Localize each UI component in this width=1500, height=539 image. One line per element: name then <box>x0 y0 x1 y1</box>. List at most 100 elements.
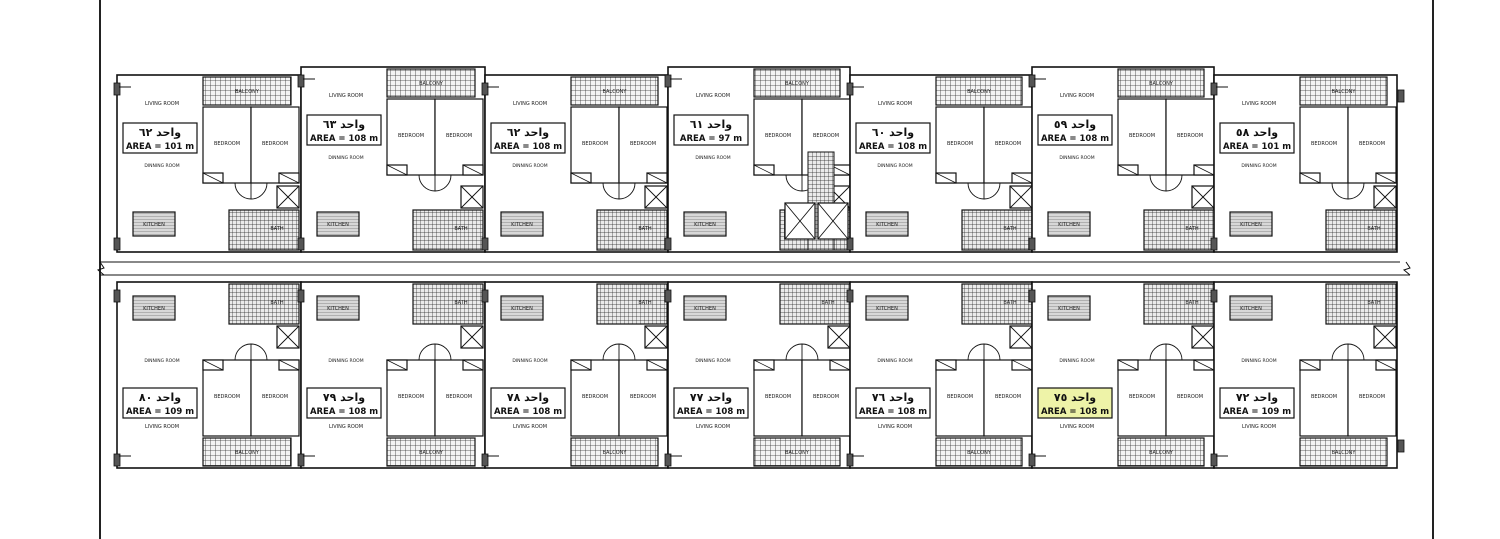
column-2 <box>481 453 489 467</box>
balcony <box>202 76 292 106</box>
shaft <box>460 325 484 349</box>
wardrobe-2-x <box>646 172 668 184</box>
unit-area: AREA = 109 m <box>1223 407 1291 417</box>
shaft <box>276 185 300 209</box>
balcony-label: BALCONY <box>419 81 444 87</box>
door-swing-2 <box>434 174 452 192</box>
shaft <box>644 325 668 349</box>
bath <box>412 209 484 251</box>
bedroom-1 <box>386 359 436 437</box>
door-swing-1 <box>785 174 803 192</box>
elevator-2-diag-b <box>817 202 849 240</box>
dining-room-label: DINNING ROOM <box>328 155 363 161</box>
bedroom-2 <box>1165 98 1215 176</box>
balcony <box>570 76 659 106</box>
unit-name: واحد ٨٠ <box>139 391 181 404</box>
column-2 <box>846 453 854 467</box>
door-swing-2 <box>618 182 636 200</box>
unit-area: AREA = 101 m <box>1223 142 1291 152</box>
bath-label: BATH <box>1185 226 1199 232</box>
shaft-diag-b <box>276 325 300 349</box>
wardrobe-1-x <box>386 359 408 371</box>
balcony-label: BALCONY <box>1332 450 1357 456</box>
column-1 <box>481 289 489 303</box>
shaft-diag-b <box>1191 185 1215 209</box>
unit-area: AREA = 108 m <box>859 407 927 417</box>
kitchen-label: KITCHEN <box>143 222 165 228</box>
bedroom-1 <box>1117 98 1167 176</box>
bath-label: BATH <box>270 226 284 232</box>
kitchen-label: KITCHEN <box>1058 222 1080 228</box>
unit-name: واحد ٦٠ <box>872 126 914 139</box>
bedroom-2 <box>1347 359 1397 437</box>
unit-area: AREA = 108 m <box>310 134 378 144</box>
unit-tag-box <box>1037 387 1113 419</box>
bedroom-1 <box>202 106 252 184</box>
shaft <box>1009 185 1033 209</box>
bedroom-2 <box>434 359 484 437</box>
wardrobe-2-x <box>278 359 300 371</box>
wardrobe-1-x <box>753 359 775 371</box>
elevator-1 <box>784 202 816 240</box>
bedroom-2-label: BEDROOM <box>262 394 288 400</box>
bedroom-1 <box>1299 359 1349 437</box>
bedroom-1 <box>1299 106 1349 184</box>
balcony-label: BALCONY <box>967 450 992 456</box>
kitchen-counter <box>132 295 176 321</box>
door-swing-2 <box>983 182 1001 200</box>
balcony <box>1117 68 1205 98</box>
shaft-diag-b <box>644 325 668 349</box>
dining-room-label: DINNING ROOM <box>877 358 912 364</box>
kitchen-counter <box>316 295 360 321</box>
bath-label: BATH <box>638 226 652 232</box>
column-1 <box>1028 289 1036 303</box>
wardrobe-1-x <box>570 172 592 184</box>
column-1 <box>664 289 672 303</box>
unit-name: واحد ٧٨ <box>507 391 549 404</box>
kitchen-counter <box>132 211 176 237</box>
bedroom-1-label: BEDROOM <box>398 394 424 400</box>
balcony-label: BALCONY <box>1149 450 1174 456</box>
balcony <box>753 437 841 467</box>
shaft-diag-b <box>1009 325 1033 349</box>
unit-tag-box <box>1219 387 1295 419</box>
column-end-bottom <box>1397 439 1405 453</box>
bath <box>228 283 300 325</box>
bedroom-1-label: BEDROOM <box>1129 394 1155 400</box>
unit-name: واحد ٦٢ <box>507 126 549 139</box>
door-swing-2 <box>1347 182 1365 200</box>
kitchen-label: KITCHEN <box>876 222 898 228</box>
balcony <box>753 68 841 98</box>
balcony <box>202 437 292 467</box>
column-2 <box>1210 453 1218 467</box>
bedroom-1 <box>570 359 620 437</box>
bedroom-2-label: BEDROOM <box>446 133 472 139</box>
wardrobe-1-x <box>753 164 775 176</box>
shaft <box>1373 185 1397 209</box>
living-room-label: LIVING ROOM <box>145 424 179 430</box>
door-swing-1 <box>1149 174 1167 192</box>
kitchen-label: KITCHEN <box>1058 306 1080 312</box>
column-2 <box>1028 237 1036 251</box>
bath <box>596 283 668 325</box>
unit-tag-box <box>673 114 749 146</box>
bath <box>412 283 484 325</box>
unit-area: AREA = 108 m <box>859 142 927 152</box>
wardrobe-2-x <box>1375 359 1397 371</box>
bedroom-2 <box>618 106 668 184</box>
column-1 <box>664 74 672 88</box>
wardrobe-1-x <box>1117 359 1139 371</box>
living-room-label: LIVING ROOM <box>878 101 912 107</box>
bedroom-2-label: BEDROOM <box>262 141 288 147</box>
living-room-label: LIVING ROOM <box>1242 101 1276 107</box>
bedroom-1-label: BEDROOM <box>582 394 608 400</box>
balcony-label: BALCONY <box>235 450 260 456</box>
